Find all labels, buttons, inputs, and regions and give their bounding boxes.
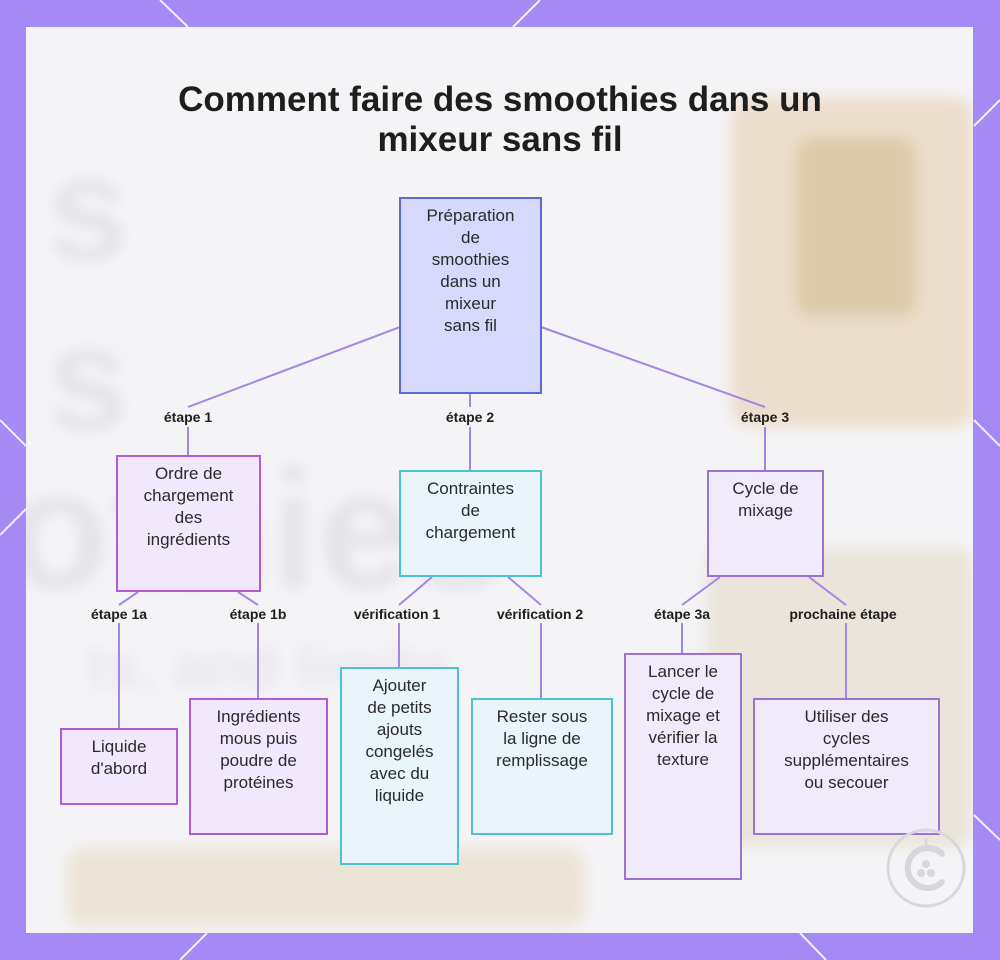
title-line-1: Comment faire des smoothies dans un: [178, 80, 822, 119]
edge-label-check-2: vérification 2: [496, 606, 584, 622]
edge-label-next-step: prochaine étape: [789, 606, 897, 622]
node-soft-then-protein: Ingrédients mous puis poudre de protéine…: [189, 698, 328, 835]
node-mixing-cycle: Cycle de mixage: [707, 470, 824, 577]
connector-line: [118, 591, 139, 606]
page-title: Comment faire des smoothies dans un mixe…: [0, 80, 1000, 160]
connector-line: [540, 326, 766, 408]
edge-label-step-3: étape 3: [740, 409, 790, 425]
circular-c-logo-icon: [886, 828, 966, 908]
background-word: s: [46, 294, 130, 462]
node-launch-cycle: Lancer le cycle de mixage et vérifier la…: [624, 653, 742, 880]
node-frozen-additions: Ajouter de petits ajouts congelés avec d…: [340, 667, 459, 865]
node-loading-order: Ordre de chargement des ingrédients: [116, 455, 261, 592]
node-liquid-first: Liquide d'abord: [60, 728, 178, 805]
node-extra-cycles: Utiliser des cycles supplémentaires ou s…: [753, 698, 940, 835]
edge-label-step-1b: étape 1b: [229, 606, 287, 622]
connector-line: [681, 576, 721, 606]
title-line-2: mixeur sans fil: [377, 120, 623, 159]
edge-label-step-1a: étape 1a: [90, 606, 148, 622]
background-photo: s s othies ts, and limits: [26, 27, 973, 933]
connector-line: [237, 591, 259, 606]
connector-line: [398, 576, 433, 606]
node-loading-constraints: Contraintes de chargement: [399, 470, 542, 577]
connector-line: [808, 576, 847, 606]
edge-label-step-3a: étape 3a: [653, 606, 711, 622]
node-fill-line: Rester sous la ligne de remplissage: [471, 698, 613, 835]
connector-line: [187, 326, 401, 408]
background-word: s: [46, 124, 130, 292]
edge-label-step-2: étape 2: [445, 409, 495, 425]
connector-line: [507, 576, 542, 606]
edge-label-check-1: vérification 1: [353, 606, 441, 622]
root-node: Préparation de smoothies dans un mixeur …: [399, 197, 542, 394]
edge-label-step-1: étape 1: [163, 409, 213, 425]
